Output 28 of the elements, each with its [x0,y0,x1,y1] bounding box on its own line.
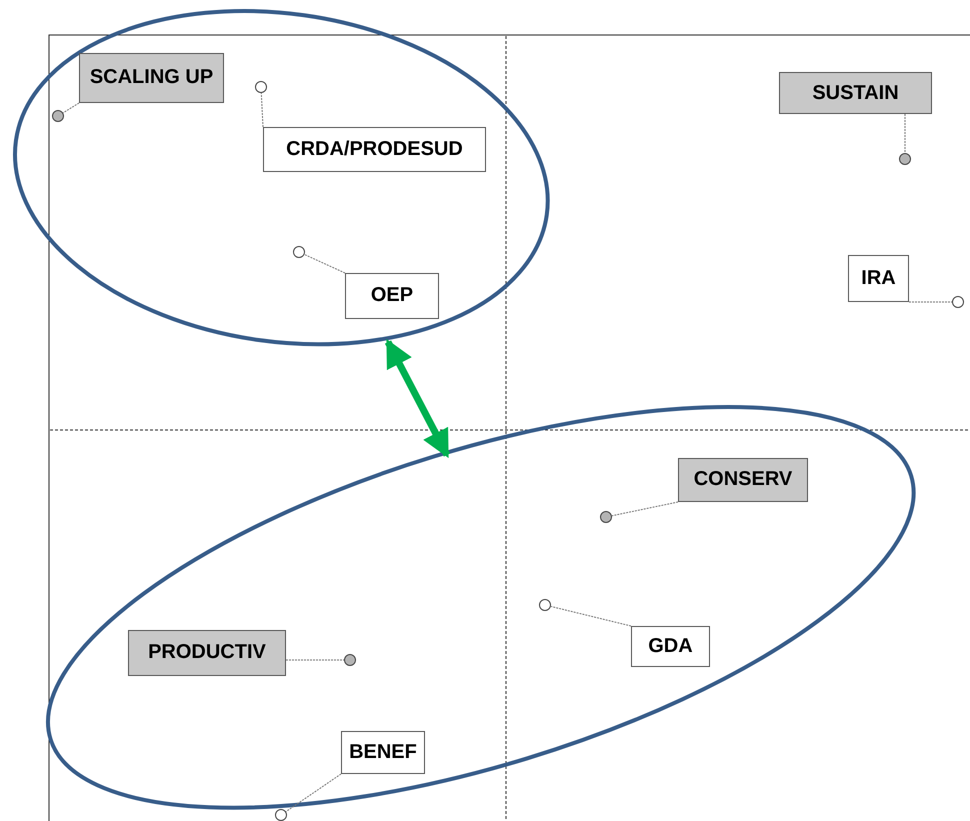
data-point [254,80,267,93]
leader-line [904,114,906,154]
cluster-ellipse [44,402,918,812]
category-label: GDA [630,626,710,667]
leader-line [304,254,346,274]
leader-line [550,606,632,626]
category-label: SCALING UP [78,52,224,103]
data-point [52,110,64,122]
category-label: IRA [848,255,909,302]
data-point [292,246,305,258]
category-label: BENEF [340,730,425,774]
category-label: OEP [344,272,439,319]
leader-line [62,102,80,114]
category-label: CRDA/PRODESUD [262,126,486,172]
data-point [344,654,356,666]
data-point [899,153,911,165]
cluster-ellipse [10,7,552,349]
leader-line [260,92,264,128]
data-point [952,296,964,308]
leader-line [285,774,342,812]
data-point [600,510,612,523]
category-label: CONSERV [678,458,808,502]
data-point [275,809,287,821]
data-point [538,598,551,611]
double-arrow [384,338,450,458]
category-label: SUSTAIN [779,72,932,114]
category-label: PRODUCTIV [128,630,286,676]
leader-line [611,502,678,516]
